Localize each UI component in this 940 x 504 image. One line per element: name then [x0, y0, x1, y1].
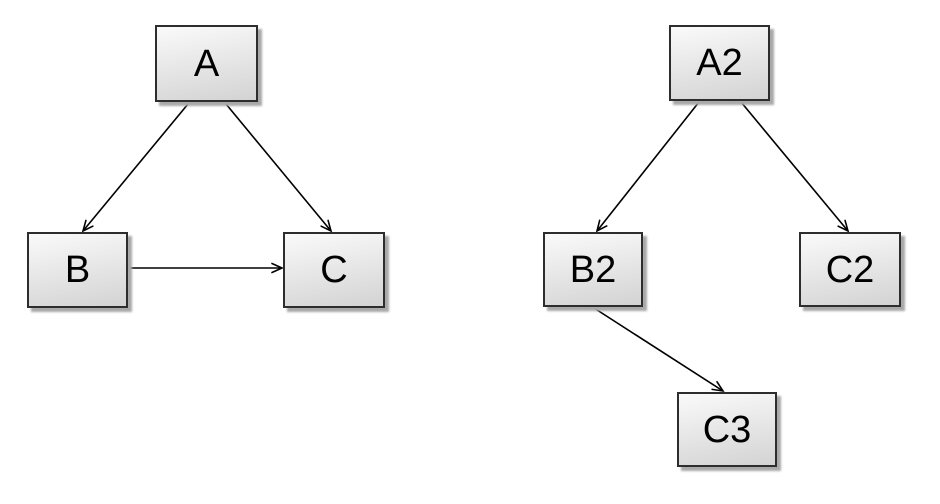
node-B[interactable]: B: [27, 232, 128, 308]
node-label: A2: [696, 42, 743, 84]
node-label: B2: [569, 248, 617, 291]
node-label: C: [320, 249, 348, 291]
node-B2[interactable]: B2: [543, 232, 643, 307]
node-A2[interactable]: A2: [669, 25, 770, 101]
node-A[interactable]: A: [155, 25, 258, 102]
edge-A-C: [225, 103, 333, 233]
node-label: C2: [825, 248, 875, 291]
node-C[interactable]: C: [283, 232, 385, 308]
node-C2[interactable]: C2: [799, 232, 901, 307]
edge-lines: [81, 101, 850, 393]
edge-A-B: [81, 103, 189, 233]
edge-A2-B2: [595, 101, 700, 233]
edge-B2-C3: [593, 307, 725, 393]
edge-A2-C2: [740, 101, 850, 233]
node-label: B: [64, 249, 91, 291]
node-label: A: [193, 42, 220, 85]
node-C3[interactable]: C3: [677, 392, 777, 467]
node-label: C3: [702, 408, 752, 451]
